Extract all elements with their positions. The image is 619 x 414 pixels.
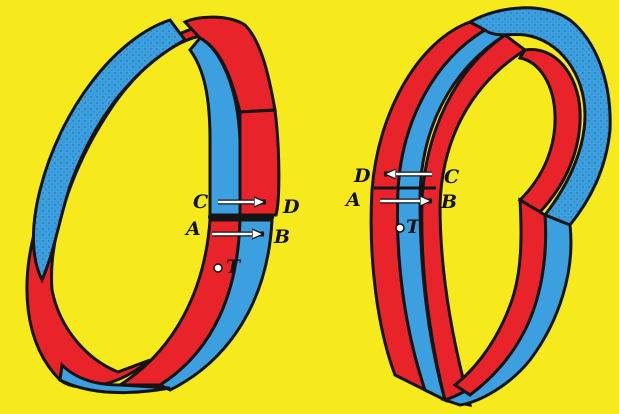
right-label-t: T xyxy=(406,216,422,238)
left-label-d: D xyxy=(282,196,300,218)
right-label-c: C xyxy=(444,166,459,188)
right-label-a: A xyxy=(344,189,361,211)
left-label-a: A xyxy=(184,218,201,240)
left-point-t xyxy=(214,264,222,272)
right-label-b: B xyxy=(440,191,457,213)
left-label-b: B xyxy=(273,226,290,248)
left-label-c: C xyxy=(193,191,208,213)
right-point-t xyxy=(396,224,404,232)
left-label-t: T xyxy=(226,256,242,278)
right-label-d: D xyxy=(353,165,371,187)
left-band-right-red-strip xyxy=(240,110,279,215)
